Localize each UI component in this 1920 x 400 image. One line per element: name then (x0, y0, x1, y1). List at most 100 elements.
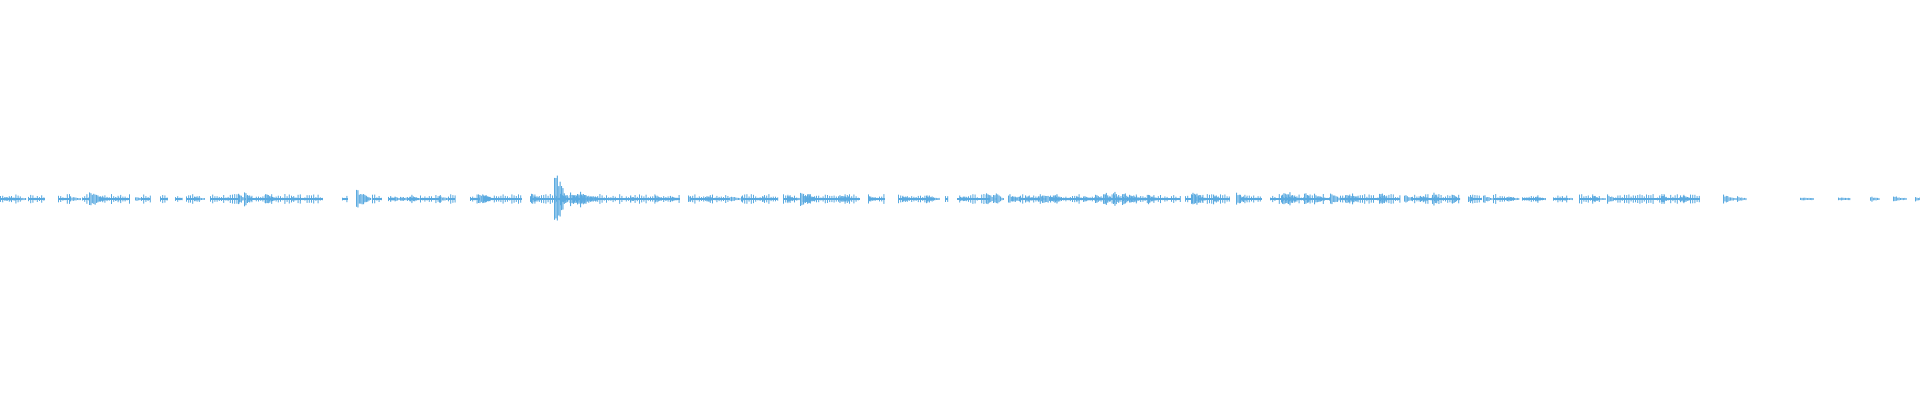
waveform-peak (1000, 196, 1002, 202)
waveform-peak (93, 193, 95, 204)
waveform-sample (1497, 197, 1499, 201)
waveform-sample (388, 196, 389, 202)
waveform-peak (554, 177, 556, 220)
waveform-peak (1507, 197, 1509, 202)
waveform-peak (573, 195, 575, 204)
waveform-peak (536, 197, 538, 201)
waveform-peak (1115, 194, 1117, 205)
waveform-peak (931, 196, 933, 202)
waveform-peak (293, 197, 295, 201)
waveform-peak (22, 197, 24, 201)
waveform-sample (106, 196, 108, 202)
waveform-peak (1916, 197, 1918, 201)
waveform-sample (186, 196, 187, 202)
waveform-peak (1571, 198, 1573, 201)
waveform-sample (1510, 197, 1512, 201)
waveform-peak (1102, 198, 1104, 201)
waveform-sample (1639, 194, 1641, 204)
waveform-sample (518, 194, 519, 204)
waveform-segment (28, 198, 45, 200)
waveform-peak (1454, 196, 1456, 202)
waveform-peak (1143, 197, 1145, 201)
waveform-peak (1386, 197, 1388, 201)
waveform-sample (1368, 194, 1370, 204)
waveform-sample (641, 195, 643, 203)
waveform-peak (1601, 198, 1603, 200)
waveform-peak (788, 196, 790, 202)
waveform-peak (819, 198, 821, 200)
waveform-peak (971, 197, 973, 200)
waveform-sample (1160, 195, 1161, 204)
waveform-peak (407, 198, 409, 200)
waveform-peak (1842, 197, 1844, 201)
waveform-peak (4, 197, 6, 201)
waveform-sample (1694, 194, 1696, 204)
waveform-peak (1805, 197, 1807, 200)
waveform-peak (962, 196, 964, 202)
waveform-sample (472, 196, 474, 202)
waveform-segment (82, 198, 90, 200)
waveform-peak (122, 198, 124, 200)
waveform-sample (647, 197, 649, 201)
waveform-peak (542, 198, 544, 200)
waveform-sample (227, 196, 229, 202)
waveform-peak (11, 197, 13, 201)
waveform-peak (671, 197, 673, 201)
waveform-sample (232, 194, 233, 204)
waveform-peak (292, 197, 294, 201)
waveform-segment (1185, 198, 1192, 200)
waveform-peak (6, 197, 8, 201)
waveform-sample (1499, 196, 1501, 202)
waveform-peak (714, 197, 716, 201)
waveform-peak (1058, 198, 1060, 201)
waveform-sample (1226, 196, 1228, 202)
waveform-peak (1105, 192, 1107, 205)
waveform-sample (831, 195, 833, 203)
waveform-sample (1641, 195, 1643, 203)
waveform-peak (1152, 196, 1154, 202)
waveform-peak (1877, 197, 1879, 200)
waveform-sample (868, 194, 869, 204)
waveform-peak (585, 195, 587, 204)
waveform-peak (418, 198, 420, 201)
waveform-peak (1408, 197, 1410, 201)
waveform-peak (1897, 197, 1899, 201)
waveform-peak (107, 197, 109, 200)
waveform-peak (412, 196, 414, 202)
waveform-peak (812, 197, 814, 201)
waveform-peak (1470, 196, 1472, 202)
waveform-peak (1350, 196, 1352, 202)
waveform-sample (757, 197, 759, 201)
waveform-peak (809, 194, 811, 204)
waveform-peak (533, 196, 535, 202)
waveform-peak (849, 197, 851, 201)
waveform-sample (2, 195, 4, 203)
waveform-peak (969, 197, 971, 201)
waveform-peak (394, 197, 396, 201)
waveform-peak (1204, 198, 1206, 201)
waveform-peak (1315, 195, 1317, 203)
waveform-peak (1080, 197, 1082, 200)
waveform-peak (1688, 197, 1690, 201)
waveform-sample (879, 196, 880, 202)
waveform-sample (372, 194, 373, 204)
waveform-sample (32, 195, 34, 203)
waveform-peak (1742, 198, 1744, 201)
waveform-sample (625, 196, 627, 202)
waveform-peak (367, 197, 369, 201)
waveform-peak (1021, 197, 1023, 200)
waveform-sample (30, 194, 32, 204)
waveform-peak (1136, 196, 1138, 203)
waveform-sample (1362, 195, 1363, 203)
waveform-sample (234, 194, 236, 204)
waveform-peak (791, 197, 793, 201)
waveform-sample (545, 194, 547, 204)
waveform-sample (1665, 196, 1667, 201)
waveform-sample (1395, 197, 1396, 201)
waveform-peak (100, 196, 102, 202)
waveform-peak (1046, 196, 1048, 202)
waveform-sample (470, 196, 471, 201)
waveform-peak (997, 194, 999, 204)
